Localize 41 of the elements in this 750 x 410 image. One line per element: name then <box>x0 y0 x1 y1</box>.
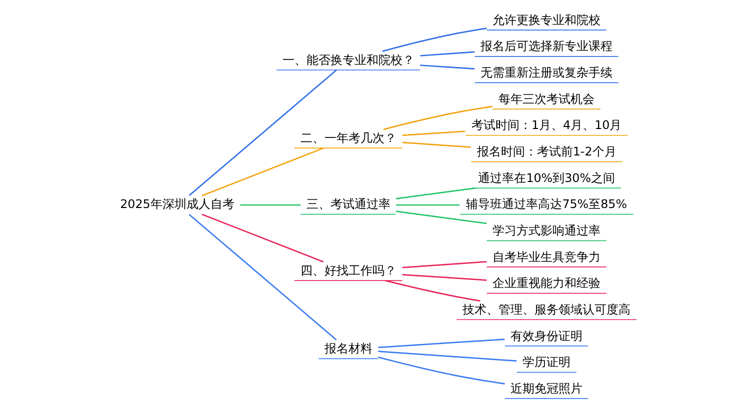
node-text: 报名材料 <box>324 341 372 356</box>
connector <box>402 261 486 268</box>
node-text: 无需重新注册或复杂手续 <box>480 66 612 80</box>
node-text: 考试时间：1月、4月、10月 <box>470 118 622 132</box>
node-text: 企业重视能力和经验 <box>492 276 600 290</box>
node-text: 有效身份证明 <box>510 328 582 343</box>
node-text: 二、一年考几次？ <box>300 130 396 145</box>
node-text: 通过率在10%到30%之间 <box>478 170 614 185</box>
connector <box>384 280 480 302</box>
connector <box>240 204 300 206</box>
connector <box>402 130 465 136</box>
connector <box>201 148 324 196</box>
node-text: 每年三次考试机会 <box>498 92 594 106</box>
connector <box>402 142 470 148</box>
node-text: 2025年深圳成人自考 <box>120 197 234 212</box>
node-text: 四、好找工作吗？ <box>300 263 396 278</box>
connector <box>378 338 504 348</box>
node-text: 辅导班通过率高达75%至85% <box>466 197 626 212</box>
connector <box>378 356 504 384</box>
connector <box>395 187 476 200</box>
node-text: 报名后可选择新专业课程 <box>480 39 612 54</box>
connector <box>420 64 474 70</box>
node-text: 一、能否换专业和院校？ <box>282 52 414 67</box>
connector <box>396 204 460 206</box>
node-text: 自考毕业生具竞争力 <box>492 250 600 264</box>
connector <box>402 274 486 281</box>
connector <box>378 350 516 362</box>
connector <box>382 106 492 130</box>
node-text: 三、考试通过率 <box>306 197 390 212</box>
connector <box>420 51 474 56</box>
node-text: 允许更换专业和院校 <box>492 12 600 27</box>
node-text: 技术、管理、服务领域认可度高 <box>462 302 630 316</box>
connector <box>395 210 486 224</box>
node-text: 学历证明 <box>522 355 570 370</box>
node-text: 学习方式影响通过率 <box>492 223 600 238</box>
node-text: 报名时间：考试前1-2个月 <box>476 144 616 158</box>
connector <box>188 70 336 196</box>
connector <box>201 214 324 262</box>
node-text: 近期免冠照片 <box>510 381 582 396</box>
connector <box>382 28 486 52</box>
connector <box>188 214 336 340</box>
